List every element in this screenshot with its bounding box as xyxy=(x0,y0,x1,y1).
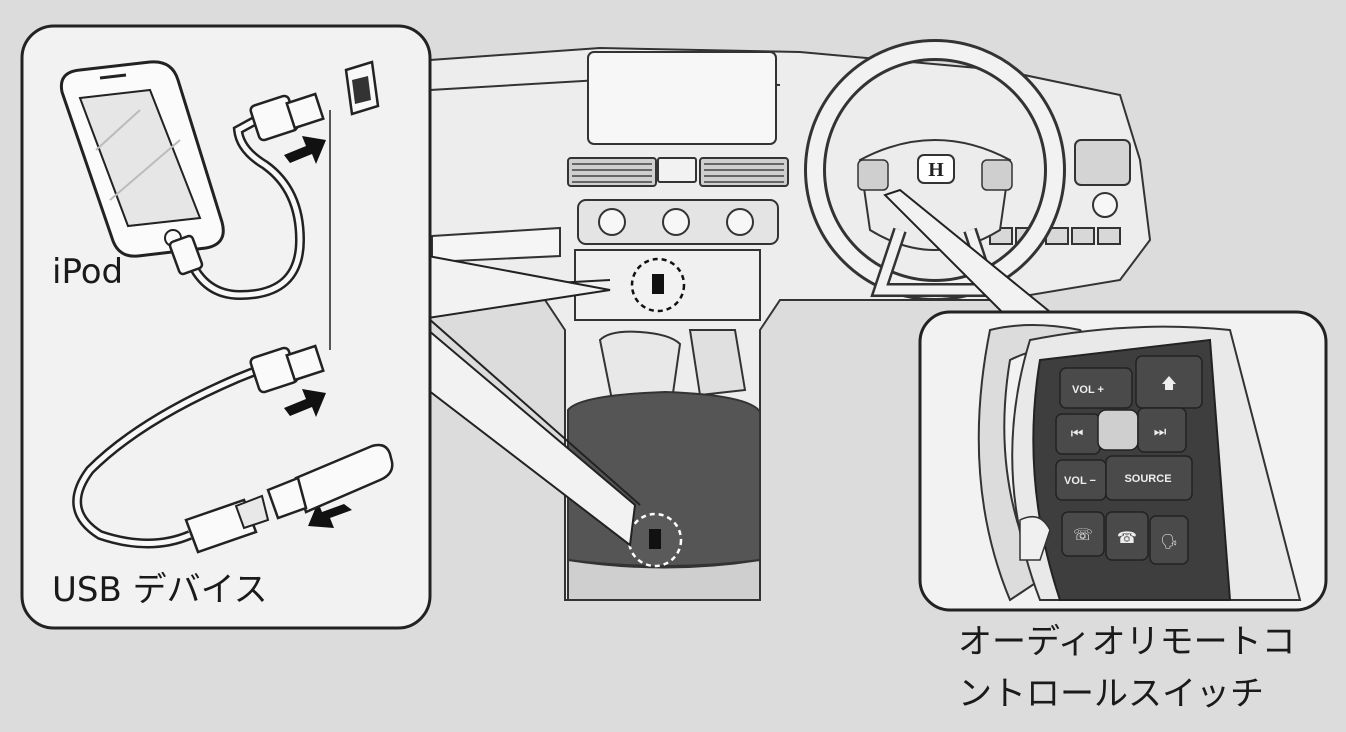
infotainment-screen xyxy=(587,51,777,145)
vol-up-button[interactable] xyxy=(1059,367,1133,409)
prev-track-icon: ⏮ xyxy=(1071,426,1084,442)
center-vents xyxy=(567,157,789,187)
voice-command-button[interactable] xyxy=(1149,515,1189,565)
usb-flash-drive xyxy=(266,443,394,520)
home-icon xyxy=(1162,376,1176,390)
vol-up-label: VOL + xyxy=(1072,384,1104,396)
phone-pickup-icon: ☏ xyxy=(1073,525,1093,544)
cup-holder xyxy=(598,330,682,401)
usb-port-marker-lower xyxy=(627,512,683,568)
phone-hangup-button[interactable] xyxy=(1105,511,1149,561)
usb-receptacle xyxy=(184,494,270,554)
usb-device-cable xyxy=(72,365,260,549)
next-track-icon: ⏭ xyxy=(1154,424,1167,440)
thumb-wheel[interactable] xyxy=(1097,409,1139,451)
insert-arrow-icon xyxy=(284,136,326,164)
usb-port-marker-upper xyxy=(630,257,686,313)
ipod-label: iPod xyxy=(52,252,124,292)
source-button[interactable] xyxy=(1105,455,1193,501)
voice-command-icon: 🗣 xyxy=(1160,534,1178,550)
vol-down-label: VOL − xyxy=(1064,475,1096,487)
insert-arrow-icon xyxy=(284,389,326,417)
ipod-cable xyxy=(185,113,306,301)
usb-device-plug xyxy=(249,344,325,394)
ipod-usb-plug xyxy=(249,92,325,142)
caption-line-1: オーディオリモートコ xyxy=(958,622,1296,662)
ipod-device xyxy=(59,60,225,258)
gear-shifter xyxy=(688,329,747,397)
steering-switch-inset: ⏮ ⏭ ☏ ☎ 🗣 VOL + VOL − SOURCE xyxy=(883,188,1328,612)
usb-device-label: USB デバイス xyxy=(52,570,268,610)
svg-text:H: H xyxy=(928,159,944,181)
usb-port-symbol xyxy=(329,60,380,350)
audio-remote-control-caption: オーディオリモートコ ントロールスイッチ xyxy=(958,616,1296,720)
phone-hangup-icon: ☎ xyxy=(1117,528,1137,547)
source-label: SOURCE xyxy=(1124,473,1171,485)
caption-line-2: ントロールスイッチ xyxy=(958,674,1264,714)
device-connection-panel xyxy=(20,24,641,630)
next-track-button[interactable] xyxy=(1137,407,1187,453)
insert-arrow-icon xyxy=(308,502,352,528)
phone-pickup-button[interactable] xyxy=(1061,511,1105,557)
